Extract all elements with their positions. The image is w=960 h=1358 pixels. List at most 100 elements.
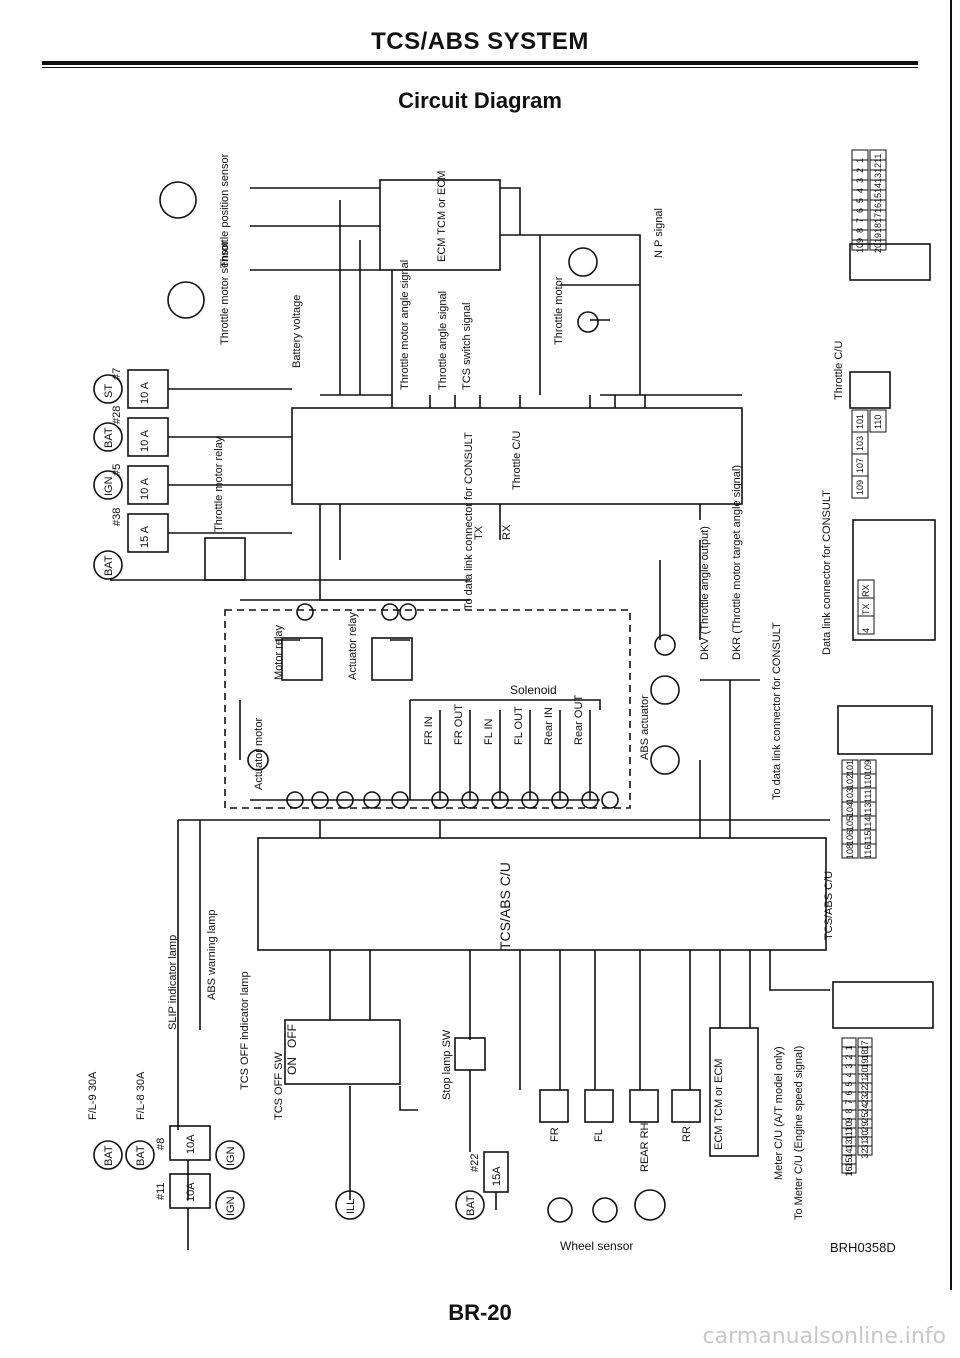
rear-in-label: Rear IN — [543, 707, 555, 745]
dkr-label: DKR (Throttle motor target angle signal) — [731, 465, 743, 660]
tcs-off-sw-label: TCS OFF SW — [273, 1052, 285, 1120]
fuse-28-value: 10 A — [139, 429, 151, 452]
data-link-consult-label: Data link connector for CONSULT — [821, 490, 833, 655]
connector-pin-number: 25 — [860, 1112, 870, 1122]
wheel-sensor-label: Wheel sensor — [560, 1239, 633, 1253]
meter-at-label: Meter C/U (A/T model only) — [773, 1046, 785, 1180]
connector-pin-number: 10 — [844, 1121, 854, 1131]
source-bat-1: BAT — [103, 427, 115, 448]
fuse-22-value: 15A — [491, 1166, 503, 1186]
connector-pin-number: 30 — [860, 1130, 870, 1140]
np-signal-label: N P signal — [653, 208, 665, 258]
throttle-motor-relay-label: Throttle motor relay — [213, 436, 225, 532]
tcs-switch-signal-label: TCS switch signal — [461, 303, 473, 390]
data-link-connector-box — [852, 519, 936, 641]
connector-pin-number: 11 — [873, 154, 883, 163]
watermark: carmanualsonline.info — [702, 1324, 946, 1349]
throttle-cu-box — [291, 407, 743, 505]
motor-relay-label: Motor relay — [273, 624, 285, 680]
connector-pin-number: 15 — [873, 193, 883, 203]
header-rule — [42, 61, 918, 65]
source-ill: ILL — [345, 1199, 357, 1214]
connector-pin-number: 5 — [844, 1081, 854, 1086]
solenoid-label: Solenoid — [510, 683, 557, 697]
connector-pin-number: 3 — [844, 1063, 854, 1068]
to-data-link-label: To data link connector for CONSULT — [463, 432, 475, 610]
battery-voltage-label: Battery voltage — [291, 295, 303, 368]
connector-pin-number: 111 — [863, 789, 873, 803]
connector-pin-number: 14 — [873, 183, 883, 193]
connector-pin-number: 4 — [844, 1072, 854, 1077]
source-ign-2: IGN — [225, 1146, 237, 1166]
fuse-5-value: 10 A — [139, 477, 151, 500]
connector-pin-number: 16 — [844, 1166, 854, 1176]
meter-engine-label: To Meter C/U (Engine speed signal) — [793, 1046, 805, 1220]
page-subtitle: Circuit Diagram — [398, 88, 562, 113]
connector-pin-number: 103 — [855, 436, 865, 451]
connector-pin-number: 15 — [844, 1157, 854, 1167]
connector-pin-cell — [841, 843, 859, 859]
connector-pin-number: 104 — [845, 802, 855, 817]
connector-pin-number: 16 — [873, 203, 883, 213]
connector-pin-number: 2 — [844, 1054, 854, 1059]
fusible-link-9: F/L-9 30A — [87, 1071, 99, 1120]
connector-pin-number: 13 — [844, 1139, 854, 1149]
fuse-11-value: 10A — [185, 1182, 197, 1202]
connector-pin-number: 4 — [861, 628, 871, 633]
fusible-link-8: F/L-8 30A — [135, 1071, 147, 1120]
connector-pin-number: 18 — [873, 223, 883, 233]
fr-out-label: FR OUT — [453, 704, 465, 745]
connector-pin-number: 20 — [860, 1067, 870, 1077]
connector-pin-cell — [857, 615, 875, 635]
connector-pin-number: 113 — [863, 803, 873, 817]
rear-rh-label: REAR RH — [639, 1122, 651, 1172]
fuse-22-number: #22 — [469, 1154, 481, 1172]
connector-pin-cell — [869, 409, 887, 433]
connector-pin-number: 17 — [860, 1040, 870, 1050]
connector-pin-number: 110 — [873, 415, 883, 429]
connector-pin-number: 18 — [860, 1049, 870, 1059]
page-number: BR-20 — [448, 1300, 512, 1325]
connector-pin-number: 24 — [860, 1103, 870, 1113]
tcs-abs-cu-connector-label: TCS/ABS C/U — [823, 871, 835, 940]
connector-pin-cell — [851, 239, 869, 251]
connector-pin-number: 7 — [844, 1099, 854, 1104]
source-ign-3: IGN — [225, 1196, 237, 1216]
source-bat-3: BAT — [103, 1145, 115, 1166]
connector-pin-number: 1 — [844, 1045, 854, 1050]
connector-pin-number: 20 — [873, 243, 883, 253]
connector-pin-number: 110 — [863, 775, 873, 789]
connector-pin-number: 105 — [845, 816, 855, 831]
connector-pin-cell — [857, 1145, 873, 1156]
fr-label: FR — [549, 1127, 561, 1142]
actuator-motor-label: Actuator motor — [253, 718, 265, 790]
connector-pin-number: 109 — [855, 480, 865, 495]
fuse-st-value: 10 A — [139, 381, 151, 404]
throttle-cu-connector-label: Throttle C/U — [833, 341, 845, 400]
throttle-position-sensor-label: Throttle position sensor — [219, 153, 231, 268]
connector-pin-number: 31 — [860, 1139, 870, 1149]
ecm-tcm-2-label: ECM TCM or ECM — [713, 1059, 725, 1150]
source-bat-5: BAT — [465, 1195, 477, 1216]
ecm-tcm-box — [379, 179, 501, 271]
connector-pin-number: 14 — [844, 1148, 854, 1158]
stop-lamp-sw-label: Stop lamp SW — [441, 1029, 453, 1100]
throttle-angle-signal-label: Throttle angle signal — [437, 291, 449, 390]
document-id: BRH0358D — [830, 1240, 896, 1255]
abs-actuator-label: ABS actuator — [639, 695, 651, 760]
header-rule-thin — [42, 67, 918, 68]
connector-pin-number: 116 — [863, 845, 873, 859]
connector-pin-number: 10 — [855, 243, 865, 253]
connector-pin-cell — [869, 239, 887, 251]
connector-pin-number: 107 — [855, 458, 865, 473]
connector-pin-number: 101 — [845, 760, 855, 775]
throttle-motor-angle-signal-label: Throttle motor angle signal — [399, 260, 411, 390]
connector-pin-number: 114 — [863, 817, 873, 831]
connector-pin-number: 19 — [873, 233, 883, 243]
fuse-28-number: #28 — [111, 406, 123, 424]
fuse-st-number: #7 — [111, 368, 123, 380]
on-label: ON — [285, 1057, 299, 1075]
connector-pin-number: 101 — [855, 414, 865, 429]
rr-label: RR — [681, 1126, 693, 1142]
